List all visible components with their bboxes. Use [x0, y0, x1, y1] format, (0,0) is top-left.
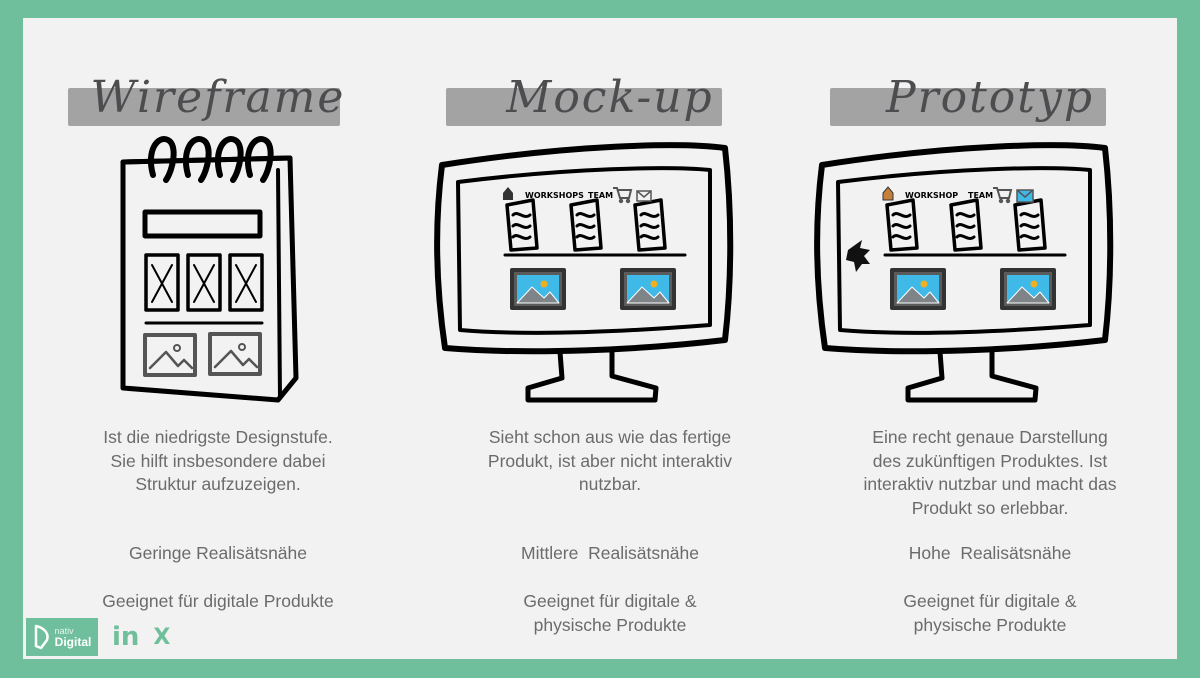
- wireframe-suitability: Geeignet für digitale Produkte: [102, 591, 334, 611]
- mockup-realism: Mittlere Realisätsnähe: [521, 543, 699, 563]
- cart-icon: [613, 187, 633, 204]
- prototype-description: Eine recht genaue Darstellung des zukünf…: [863, 427, 1117, 518]
- home-icon: [503, 187, 513, 200]
- svg-text:WORKSHOP: WORKSHOP: [905, 191, 958, 200]
- mail-icon: [636, 190, 652, 202]
- prototype-realism: Hohe Realisätsnähe: [908, 543, 1072, 563]
- prototype-suitability: Geeignet für digitale & physische Produk…: [903, 591, 1077, 635]
- footer: nativ Digital in X: [26, 618, 170, 656]
- wireframe-description: Ist die niedrigste Designstufe. Sie hilf…: [103, 427, 333, 494]
- prototype-heading: Prototyp: [800, 70, 1180, 130]
- logo-mark-icon: [34, 624, 49, 650]
- cart-icon: [993, 187, 1013, 204]
- monitor-mockup-icon: WORKSHOPS TEAM: [434, 142, 734, 403]
- logo-big-text: Digital: [54, 635, 92, 649]
- svg-text:TEAM: TEAM: [588, 191, 613, 200]
- home-icon: [882, 186, 894, 201]
- notepad-wireframe-icon: [120, 136, 299, 403]
- mockup-description: Sieht schon aus wie das fertige Produkt,…: [487, 427, 733, 494]
- svg-text:WORKSHOPS: WORKSHOPS: [525, 191, 584, 200]
- mockup-title: Mock-up: [506, 72, 714, 123]
- wireframe-realism: Geringe Realisätsnähe: [128, 543, 308, 563]
- title-highlight-bar: [446, 88, 722, 126]
- svg-text:TEAM: TEAM: [968, 191, 993, 200]
- column-prototype: Prototyp: [800, 18, 1180, 659]
- title-highlight-bar: [68, 88, 340, 126]
- mockup-suitability: Geeignet für digitale & physische Produk…: [523, 591, 697, 635]
- logo-small-text: nativ: [54, 626, 74, 636]
- xing-icon[interactable]: X: [153, 624, 171, 650]
- wireframe-title: Wireframe: [90, 72, 346, 123]
- cursor-icon: [846, 240, 870, 272]
- column-wireframe: Wireframe: [28, 18, 408, 659]
- prototype-title: Prototyp: [885, 72, 1094, 123]
- monitor-prototype-icon: WORKSHOP TEAM: [814, 142, 1114, 403]
- nativ-digital-logo[interactable]: nativ Digital: [26, 618, 98, 656]
- content-panel: Wireframe: [23, 18, 1177, 659]
- title-highlight-bar: [830, 88, 1106, 126]
- mail-icon: [1016, 189, 1034, 203]
- column-mockup: Mock-up: [420, 18, 800, 659]
- linkedin-icon[interactable]: in: [112, 622, 140, 652]
- mockup-heading: Mock-up: [420, 70, 800, 130]
- wireframe-heading: Wireframe: [28, 70, 408, 130]
